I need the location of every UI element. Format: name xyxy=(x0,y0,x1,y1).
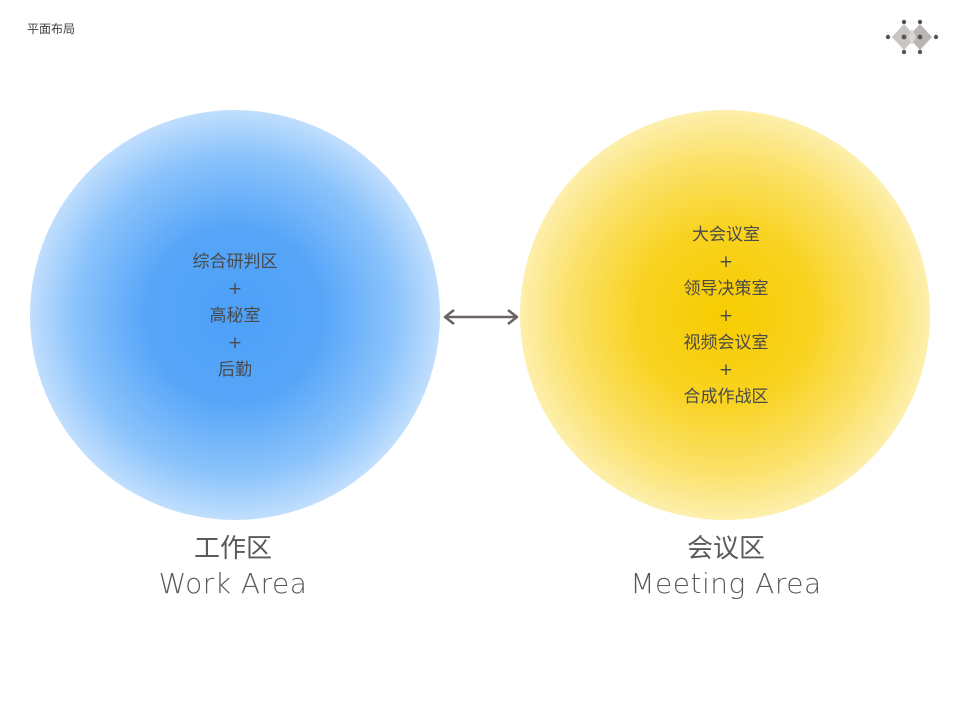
work-area-caption: 工作区 Work Area xyxy=(103,532,363,602)
page-title: 平面布局 xyxy=(27,22,76,36)
meeting-area-caption: 会议区 Meeting Area xyxy=(596,532,856,602)
work-area-line: 后勤 xyxy=(218,360,252,380)
meeting-area-line: 合成作战区 xyxy=(683,387,769,407)
meeting-area-caption-en: Meeting Area xyxy=(630,567,822,600)
work-area-circle xyxy=(30,110,440,520)
meeting-area-circle xyxy=(520,110,930,520)
meeting-area-line: + xyxy=(718,360,734,380)
work-area-line: 高秘室 xyxy=(209,306,261,326)
meeting-area-line: 视频会议室 xyxy=(683,333,769,353)
work-area-line: + xyxy=(227,333,243,353)
diamond-dots-logo-icon xyxy=(884,16,940,58)
work-area-line: 综合研判区 xyxy=(192,252,278,272)
work-area-line: + xyxy=(227,279,243,299)
work-area-caption-en: Work Area xyxy=(158,567,308,600)
meeting-area-line: 领导决策室 xyxy=(683,279,769,299)
work-area-caption-cn: 工作区 xyxy=(193,534,272,564)
double-arrow-icon xyxy=(440,305,522,329)
meeting-area-line: 大会议室 xyxy=(692,225,760,245)
meeting-area-caption-cn: 会议区 xyxy=(686,534,765,564)
meeting-area-contents: 大会议室 + 领导决策室 + 视频会议室 + 合成作战区 xyxy=(626,222,826,411)
meeting-area-line: + xyxy=(718,252,734,272)
work-area-contents: 综合研判区 + 高秘室 + 后勤 xyxy=(135,249,335,384)
meeting-area-line: + xyxy=(718,306,734,326)
